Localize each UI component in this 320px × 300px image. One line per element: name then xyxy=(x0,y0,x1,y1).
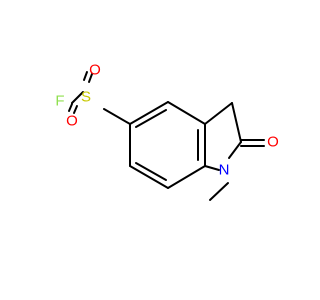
atom-fluorine-label: F xyxy=(55,93,64,110)
atom-labels: F S O O O N xyxy=(55,62,278,179)
molecule-structure-diagram: F S O O O N xyxy=(55,62,279,201)
atom-sulfur-label: S xyxy=(81,89,91,106)
bond-c3-c2 xyxy=(231,102,242,143)
bond-c7a-c3 xyxy=(204,102,233,125)
bond-n1-methyl xyxy=(209,182,229,201)
bond-s-o-bottom-2 xyxy=(68,103,73,112)
atom-carbonyl-oxygen-label: O xyxy=(267,134,279,151)
atom-sulfonyl-oxygen-bottom-label: O xyxy=(66,113,78,130)
bond-ring-c6-c7 xyxy=(167,165,206,189)
bond-ring-c5-c6 xyxy=(129,165,169,189)
bond-c5-s xyxy=(103,108,131,125)
bonds xyxy=(68,71,265,201)
bond-s-o-top-1 xyxy=(88,73,93,83)
bond-s-f xyxy=(71,91,84,104)
bond-n1-c7 xyxy=(204,165,220,171)
atom-nitrogen-label: N xyxy=(219,162,230,179)
bond-aromatic-inner-c5-c6 xyxy=(135,162,167,181)
bond-ring-c3a-c4 xyxy=(129,101,169,125)
bond-s-o-bottom-1 xyxy=(73,105,78,114)
bond-s-o-top-2 xyxy=(83,71,88,81)
atom-sulfonyl-oxygen-top-label: O xyxy=(89,62,101,79)
bond-ring-c7a-c3a xyxy=(167,101,206,125)
bond-aromatic-inner-c3a-c4 xyxy=(135,109,167,128)
bond-c2-n1 xyxy=(228,141,242,159)
